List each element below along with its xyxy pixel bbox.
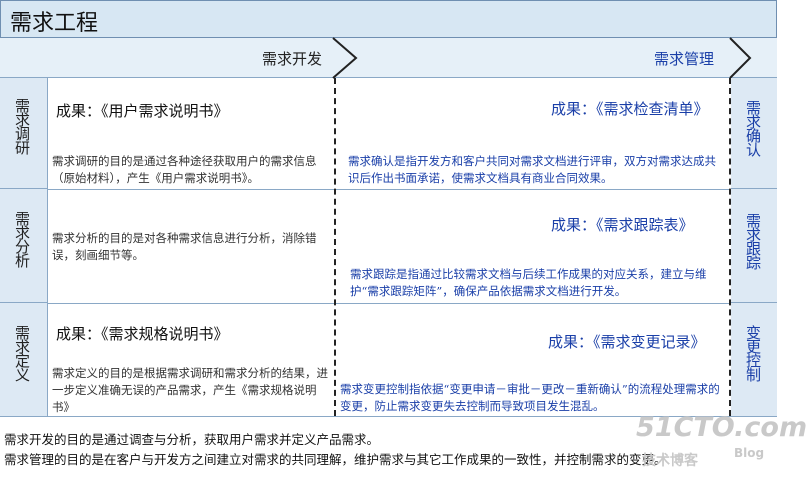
- row-separator: [48, 189, 731, 190]
- row-separator: [48, 303, 731, 304]
- dev-result-research: 成果：《用户需求说明书》: [56, 102, 229, 120]
- mgmt-label-cell: 需求跟踪: [731, 189, 777, 303]
- row-label-cell: 需求分析: [0, 189, 48, 303]
- row-label-analysis: 需求分析: [13, 211, 31, 267]
- note-dev: 需求开发的目的是通过调查与分析，获取用户需求并定义产品需求。: [4, 432, 380, 447]
- phase-chevrons: [332, 37, 752, 79]
- dev-result-definition: 成果：《需求规格说明书》: [56, 325, 229, 343]
- row-label-cell: 需求调研: [0, 78, 48, 189]
- watermark-blog: Blog: [734, 446, 765, 460]
- watermark-logo: 51CTO.com: [636, 412, 807, 443]
- mgmt-label-cell: 变更控制: [731, 303, 777, 417]
- watermark-subtitle: 技术博客: [642, 453, 698, 469]
- dev-mgmt-divider: [334, 78, 336, 416]
- mgmt-label-change: 变更控制: [744, 325, 762, 381]
- mgmt-result-trace: 成果：《需求跟踪表》: [551, 216, 694, 234]
- phase-mgmt-label: 需求管理: [654, 50, 715, 68]
- dev-desc-research: 需求调研的目的是通过各种途径获取用户的需求信息（原始材料），产生《用户需求说明书…: [52, 154, 317, 185]
- row-label-definition: 需求定义: [13, 325, 31, 381]
- dev-desc-definition: 需求定义的目的是根据需求调研和需求分析的结果，进一步定义准确无误的产品需求，产生…: [52, 366, 328, 414]
- mgmt-label-cell: 需求确认: [731, 78, 777, 189]
- phase-header-band: [0, 38, 777, 78]
- mgmt-chevron-arrow: [729, 37, 752, 79]
- mgmt-desc-change: 需求变更控制指依据“变更申请－审批－更改－重新确认”的流程处理需求的变更，防止需…: [340, 382, 720, 413]
- dev-desc-analysis: 需求分析的目的是对各种需求信息进行分析，消除错误，刻画细节等。: [52, 231, 317, 262]
- mgmt-desc-confirm: 需求确认是指开发方和客户共同对需求文档进行评审，双方对需求达成共识后作出书面承诺…: [348, 154, 716, 185]
- mgmt-result-confirm: 成果：《需求检查清单》: [551, 100, 709, 118]
- mgmt-label-confirm: 需求确认: [744, 100, 762, 156]
- mgmt-result-change: 成果：《需求变更记录》: [548, 333, 706, 351]
- row-label-research: 需求调研: [13, 98, 31, 154]
- diagram-title: 需求工程: [10, 11, 99, 36]
- row-label-cell: 需求定义: [0, 303, 48, 417]
- title-bar: [0, 0, 777, 38]
- mgmt-label-trace: 需求跟踪: [744, 213, 762, 269]
- note-mgmt: 需求管理的目的是在客户与开发方之间建立对需求的共同理解，维护需求与其它工作成果的…: [4, 452, 667, 467]
- mgmt-right-divider: [729, 78, 731, 416]
- dev-chevron-arrow: [332, 37, 358, 79]
- phase-dev-label: 需求开发: [262, 50, 323, 68]
- row-separator: [48, 416, 731, 417]
- mgmt-desc-trace: 需求跟踪是指通过比较需求文档与后续工作成果的对应关系，建立与维护“需求跟踪矩阵”…: [350, 267, 707, 298]
